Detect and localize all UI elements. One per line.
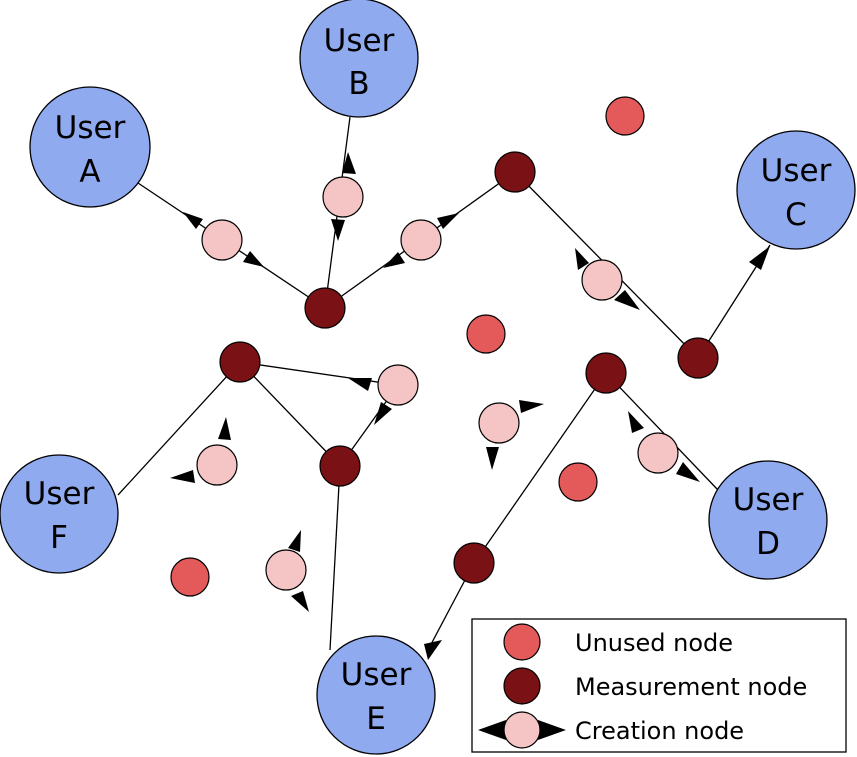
arrowhead [288, 530, 301, 552]
legend-creation-label: Creation node [575, 717, 744, 745]
arrowhead [424, 640, 442, 660]
creation-node [265, 549, 307, 591]
edge-measurement-5-user-e [329, 465, 341, 651]
arrowhead [383, 252, 405, 268]
creation-node [377, 364, 419, 406]
arrowhead [486, 447, 499, 470]
user-label-line2: F [50, 520, 68, 556]
arrowhead [170, 470, 195, 483]
legend-creation-left-arrow [478, 720, 506, 740]
edge-measurement-4-measurement-5-b [239, 361, 399, 386]
arrowhead [331, 219, 345, 241]
unused-nodes [170, 96, 645, 597]
user-node-d: User D [708, 460, 828, 580]
legend: Unused node Measurement node Creation no… [471, 618, 847, 753]
creation-node [201, 219, 243, 261]
arrowhead [628, 411, 644, 433]
user-node-c: User C [736, 130, 856, 250]
user-node-e: User E [316, 635, 436, 755]
arrowhead [614, 290, 640, 310]
unused-node [605, 96, 645, 136]
creation-node [478, 402, 520, 444]
creation-node [400, 219, 442, 261]
creation-node [322, 176, 364, 218]
measurement-node [453, 542, 495, 584]
user-label-line1: User [761, 153, 832, 189]
legend-creation-right-arrow [538, 720, 566, 740]
arrowhead [218, 417, 231, 440]
arrowhead [183, 212, 203, 229]
measurement-node [494, 151, 536, 193]
legend-unused-swatch [503, 623, 541, 661]
user-circle [316, 635, 436, 755]
creation-node [581, 259, 623, 301]
legend-measurement-label: Measurement node [575, 673, 807, 701]
legend-unused-label: Unused node [575, 629, 733, 657]
creation-nodes [196, 176, 679, 591]
user-circle [299, 0, 419, 118]
arrowhead [437, 213, 459, 229]
edge-user-f-measurement-4 [117, 361, 241, 496]
user-label-line2: A [79, 154, 100, 190]
arrowhead [243, 251, 264, 267]
arrowhead [374, 402, 392, 425]
user-node-b: User B [299, 0, 419, 118]
measurement-node [304, 287, 346, 329]
arrowhead [575, 248, 589, 270]
creation-node [196, 444, 238, 486]
legend-measurement-swatch [503, 667, 541, 705]
unused-node [558, 462, 598, 502]
user-circle [708, 460, 828, 580]
unused-node [170, 557, 210, 597]
arrowhead [291, 591, 309, 612]
user-label-line1: User [324, 23, 395, 59]
measurement-nodes [219, 151, 719, 584]
user-circle [0, 454, 119, 574]
arrowhead [676, 462, 700, 482]
creation-node [637, 432, 679, 474]
user-label-line2: E [366, 701, 386, 737]
user-label-line2: B [348, 66, 369, 102]
arrowheads [170, 152, 770, 660]
user-node-f: User F [0, 454, 119, 574]
measurement-node [585, 352, 627, 394]
user-label-line1: User [24, 476, 95, 512]
edges [117, 116, 771, 651]
edge-measurement-7-user-d [605, 372, 719, 491]
user-circle [29, 86, 151, 208]
user-label-line1: User [341, 657, 412, 693]
legend-creation-swatch [503, 711, 541, 749]
edge-measurement-4-measurement-5 [239, 361, 341, 467]
measurement-node [219, 341, 261, 383]
arrowhead [749, 246, 770, 270]
measurement-node [677, 337, 719, 379]
arrowhead [348, 378, 372, 391]
arrowhead [342, 152, 356, 174]
measurement-node [319, 445, 361, 487]
edge-measurement-6-measurement-7 [473, 372, 607, 564]
user-label-line1: User [55, 110, 126, 146]
user-label-line2: C [785, 197, 807, 233]
arrowhead [519, 400, 544, 413]
user-circle [736, 130, 856, 250]
unused-node [466, 314, 506, 354]
user-label-line1: User [733, 482, 804, 518]
user-node-a: User A [29, 86, 151, 208]
user-label-line2: D [756, 526, 780, 562]
